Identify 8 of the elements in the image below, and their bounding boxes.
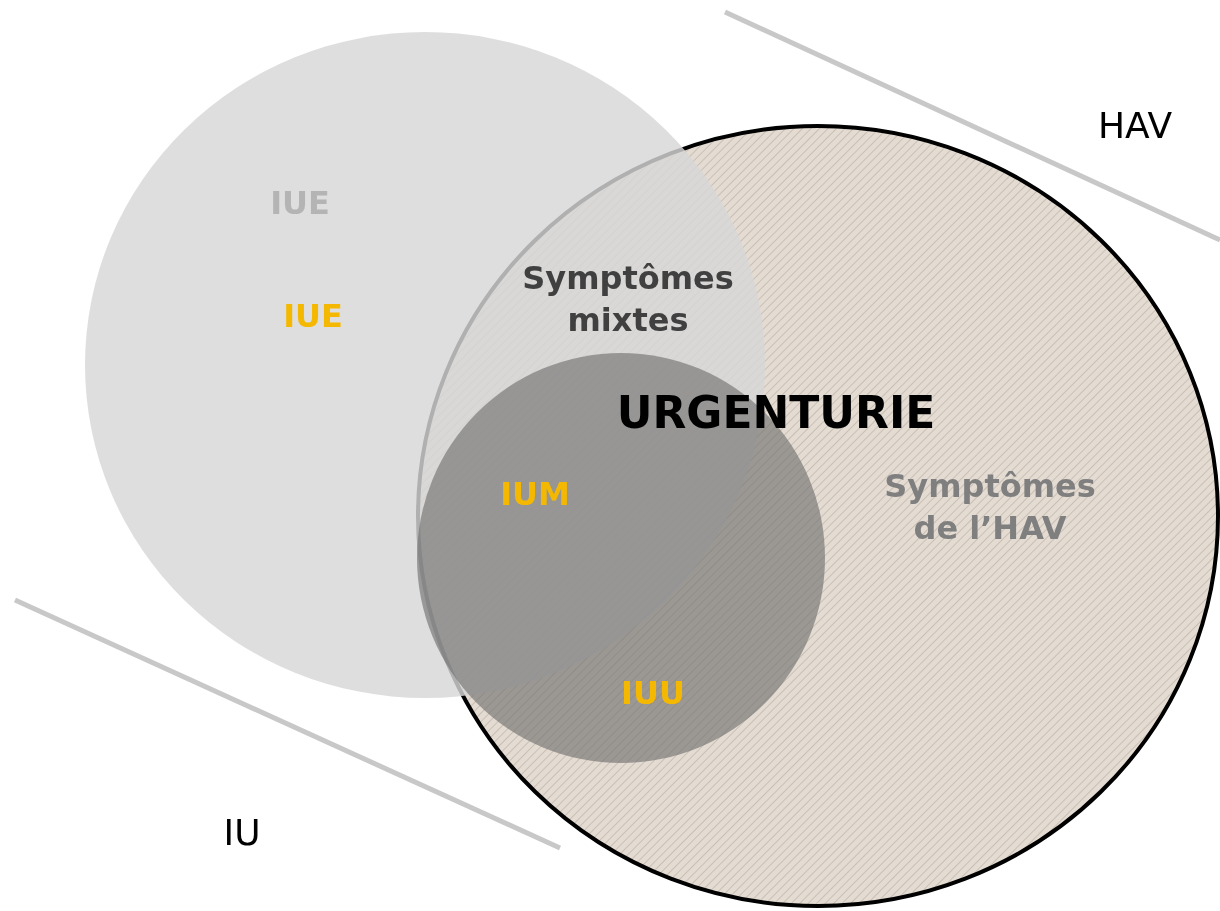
region-label: IUM <box>500 475 570 513</box>
region-label: IUE <box>283 297 343 335</box>
set-label: HAV <box>1098 104 1172 146</box>
center-title: URGENTURIE <box>616 386 936 438</box>
overlap-label: Symptômes mixtes <box>521 258 735 341</box>
region-label: IUU <box>621 674 685 712</box>
region-label: Symptômes de l’HAV <box>883 466 1097 549</box>
set-label: IU <box>223 811 261 853</box>
